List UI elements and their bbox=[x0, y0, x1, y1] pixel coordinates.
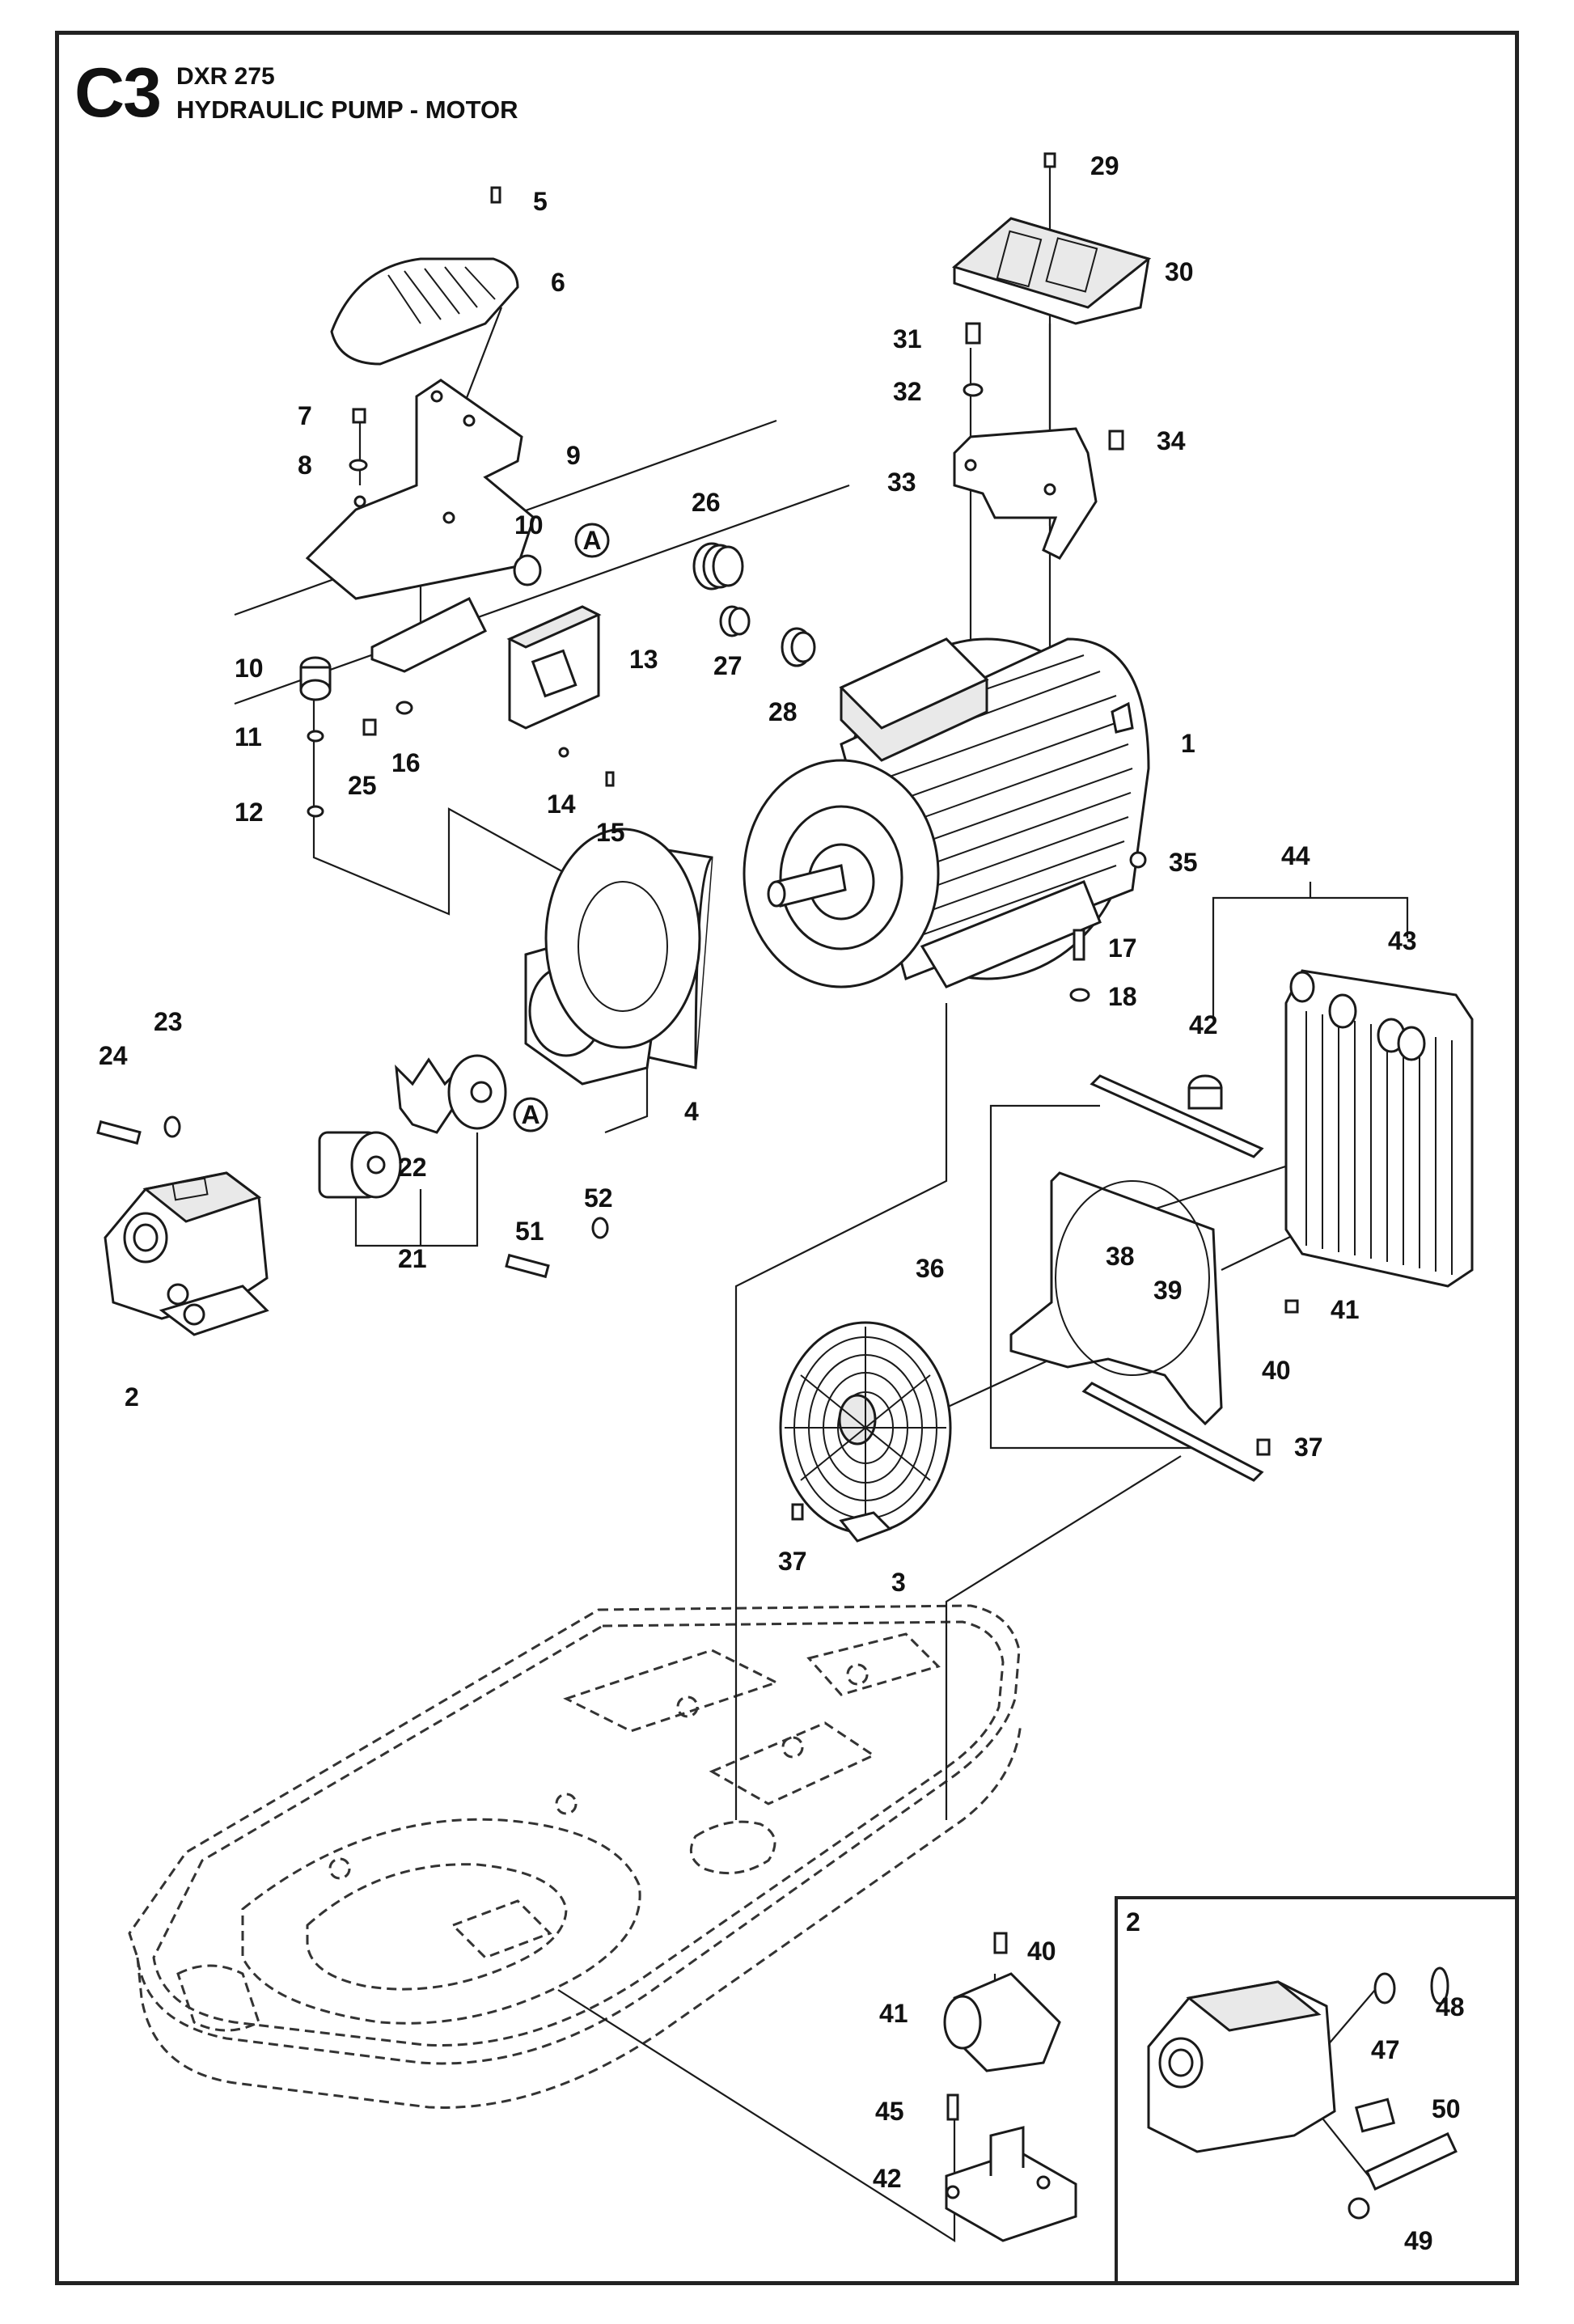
level-sensor-assembly bbox=[943, 1972, 1077, 2242]
bracket-plate bbox=[305, 379, 535, 673]
callout-12: 12 bbox=[235, 798, 264, 827]
callout-45: 45 bbox=[875, 2097, 904, 2126]
shaft-coupling bbox=[318, 1054, 507, 1199]
model-name: DXR 275 bbox=[176, 63, 275, 90]
callout-50: 50 bbox=[1432, 2094, 1461, 2123]
callout-31: 31 bbox=[893, 324, 922, 353]
chassis-outline bbox=[128, 1604, 1022, 2109]
page-title: HYDRAULIC PUMP - MOTOR bbox=[176, 95, 518, 124]
callout-33: 33 bbox=[887, 468, 916, 497]
callout-51: 51 bbox=[515, 1217, 544, 1246]
callout-3: 3 bbox=[891, 1568, 906, 1597]
callout-48: 48 bbox=[1436, 1992, 1465, 2021]
contactor-box bbox=[506, 605, 602, 730]
pump-adapter-flange bbox=[524, 828, 713, 1086]
callout-37-right: 37 bbox=[1294, 1433, 1323, 1462]
callout-44: 44 bbox=[1281, 841, 1310, 870]
callout-18: 18 bbox=[1108, 982, 1137, 1011]
control-unit bbox=[951, 217, 1152, 325]
callout-16: 16 bbox=[391, 748, 421, 777]
callout-35: 35 bbox=[1169, 848, 1198, 877]
callout-4: 4 bbox=[684, 1097, 699, 1126]
cable-glands bbox=[692, 542, 816, 667]
callout-40-frame: 40 bbox=[1262, 1356, 1291, 1385]
callout-26: 26 bbox=[692, 488, 721, 517]
callout-47: 47 bbox=[1371, 2035, 1400, 2064]
callout-9: 9 bbox=[566, 441, 581, 470]
page-frame bbox=[55, 31, 1519, 2285]
callout-34: 34 bbox=[1157, 426, 1186, 455]
callout-52: 52 bbox=[584, 1183, 613, 1213]
callout-22: 22 bbox=[398, 1153, 427, 1182]
callout-49: 49 bbox=[1404, 2226, 1433, 2255]
callout-5: 5 bbox=[533, 187, 548, 216]
hydraulic-pump bbox=[104, 1171, 269, 1336]
callout-11: 11 bbox=[235, 722, 262, 751]
callout-labels: 1 2 3 4 5 6 7 8 9 10 10 11 12 13 14 15 1… bbox=[99, 151, 1417, 2193]
callout-41-frame: 41 bbox=[1331, 1295, 1360, 1324]
callout-25: 25 bbox=[348, 771, 377, 800]
section-code: C3 bbox=[74, 54, 162, 132]
inset-detail-frame bbox=[1115, 1896, 1519, 2285]
callout-28: 28 bbox=[768, 697, 798, 726]
callout-7: 7 bbox=[298, 401, 312, 430]
callout-42-plug: 42 bbox=[1189, 1010, 1218, 1039]
callout-29: 29 bbox=[1090, 151, 1119, 180]
reference-marker-a-top: A bbox=[574, 523, 610, 558]
callout-13: 13 bbox=[629, 645, 658, 674]
callout-27: 27 bbox=[713, 651, 743, 680]
radiator bbox=[1187, 969, 1474, 1288]
rubber-mounts bbox=[299, 554, 542, 818]
callout-8: 8 bbox=[298, 451, 312, 480]
callout-43: 43 bbox=[1388, 926, 1417, 955]
callout-39: 39 bbox=[1153, 1276, 1183, 1305]
cooling-fan bbox=[779, 1321, 952, 1543]
reference-marker-a-bottom: A bbox=[513, 1097, 548, 1132]
callout-38: 38 bbox=[1106, 1242, 1135, 1271]
marker-letter: A bbox=[582, 526, 601, 555]
callout-23: 23 bbox=[154, 1007, 183, 1036]
callout-37-left: 37 bbox=[778, 1547, 807, 1576]
top-cover bbox=[330, 257, 519, 366]
callout-32: 32 bbox=[893, 377, 922, 406]
inset-labels: 2 47 48 49 50 bbox=[1126, 1907, 1465, 2255]
callout-10-upper: 10 bbox=[514, 510, 544, 540]
callout-42-bracket: 42 bbox=[873, 2164, 902, 2193]
callout-14: 14 bbox=[547, 789, 576, 819]
callout-41-sensor: 41 bbox=[879, 1999, 908, 2028]
callout-10-lower: 10 bbox=[235, 654, 264, 683]
marker-letter: A bbox=[521, 1100, 539, 1129]
fan-frame bbox=[1009, 1074, 1264, 1482]
callout-24: 24 bbox=[99, 1041, 128, 1070]
callout-30: 30 bbox=[1165, 257, 1194, 286]
callout-6: 6 bbox=[551, 268, 565, 297]
inset-title: 2 bbox=[1126, 1907, 1140, 1937]
callout-1: 1 bbox=[1181, 729, 1195, 758]
callout-15: 15 bbox=[596, 818, 625, 847]
callout-2: 2 bbox=[125, 1382, 139, 1412]
callout-21: 21 bbox=[398, 1244, 427, 1273]
assembly-leader-lines bbox=[234, 162, 1441, 2242]
mounting-plate bbox=[953, 427, 1098, 560]
callout-17: 17 bbox=[1108, 933, 1137, 963]
callout-40-sensor: 40 bbox=[1027, 1937, 1056, 1966]
inset-pump-detail bbox=[1147, 1966, 1458, 2220]
callout-36: 36 bbox=[916, 1254, 945, 1283]
electric-motor bbox=[743, 637, 1150, 988]
